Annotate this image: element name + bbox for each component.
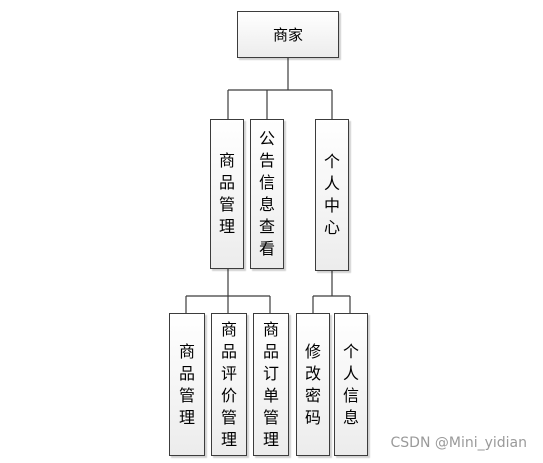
- node-goods-management: 商品管理: [210, 119, 244, 269]
- node-notice-view: 公告信息查看: [250, 119, 284, 269]
- node-notice-view-label: 公告信息查看: [258, 129, 275, 258]
- node-personal-center-label: 个人中心: [323, 152, 340, 237]
- node-goods-order: 商品订单管理: [253, 313, 289, 456]
- watermark: CSDN @Mini_yidian: [390, 435, 528, 451]
- node-personal-center: 个人中心: [315, 119, 349, 271]
- node-personal-info: 个人信息: [334, 313, 368, 456]
- node-personal-info-label: 个人信息: [342, 341, 359, 427]
- node-goods-review: 商品评价管理: [211, 313, 247, 456]
- node-goods: 商品管理: [169, 313, 205, 456]
- node-change-password-label: 修改密码: [304, 341, 321, 427]
- node-change-password: 修改密码: [296, 313, 330, 456]
- node-goods-order-label: 商品订单管理: [262, 319, 279, 449]
- root-node: 商家: [237, 11, 339, 58]
- node-goods-management-label: 商品管理: [218, 151, 235, 236]
- node-goods-label: 商品管理: [178, 341, 195, 427]
- root-label: 商家: [272, 26, 303, 44]
- node-goods-review-label: 商品评价管理: [220, 319, 237, 449]
